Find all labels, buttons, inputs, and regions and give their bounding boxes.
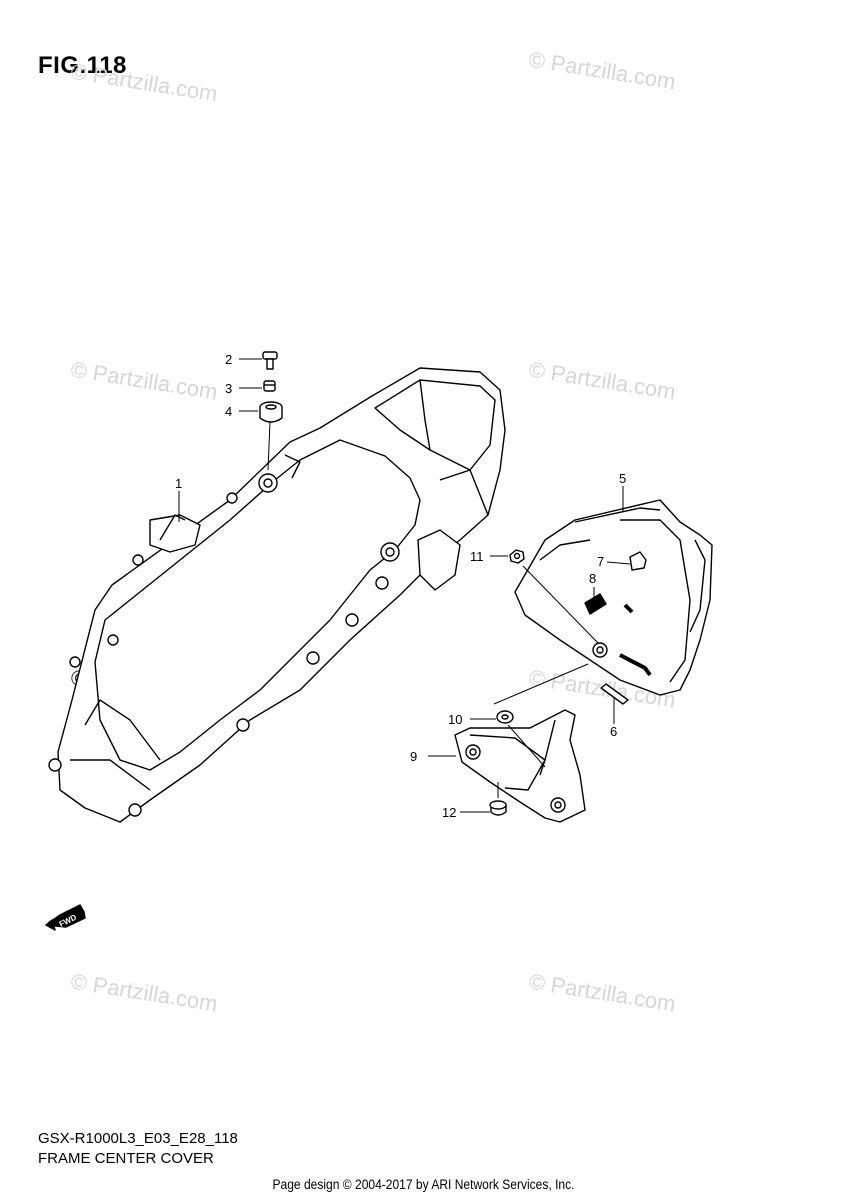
callout-3: 3	[225, 381, 232, 396]
figure-title: FIG.118	[38, 52, 127, 79]
callout-8: 8	[589, 571, 596, 586]
washer-part[interactable]	[496, 710, 514, 724]
callout-9: 9	[410, 749, 417, 764]
callout-2: 2	[225, 352, 232, 367]
footer-copyright: Page design © 2004-2017 by ARI Network S…	[272, 1176, 575, 1192]
section-name: FRAME CENTER COVER	[38, 1150, 214, 1167]
side-cover-part[interactable]	[514, 499, 713, 696]
bolt-part[interactable]	[262, 351, 278, 370]
tape-part[interactable]	[600, 683, 629, 705]
grommet-part[interactable]	[259, 401, 283, 423]
callout-11: 11	[470, 549, 484, 564]
callout-12: 12	[442, 805, 456, 820]
model-code: GSX-R1000L3_E03_E28_118	[38, 1130, 238, 1147]
nut-part[interactable]	[263, 380, 276, 392]
clip-nut-part[interactable]	[509, 549, 525, 564]
callout-7: 7	[597, 554, 604, 569]
damper-part[interactable]	[489, 800, 507, 816]
callout-5: 5	[619, 471, 626, 486]
callout-1: 1	[175, 476, 182, 491]
fwd-arrow-icon	[45, 904, 86, 931]
callout-6: 6	[610, 724, 617, 739]
clip-part[interactable]	[629, 551, 647, 571]
callout-4: 4	[225, 404, 232, 419]
lower-cover-part[interactable]	[454, 709, 586, 823]
callout-10: 10	[448, 712, 462, 727]
frame-center-cover-part[interactable]	[48, 367, 506, 823]
pad-part[interactable]	[584, 593, 607, 615]
